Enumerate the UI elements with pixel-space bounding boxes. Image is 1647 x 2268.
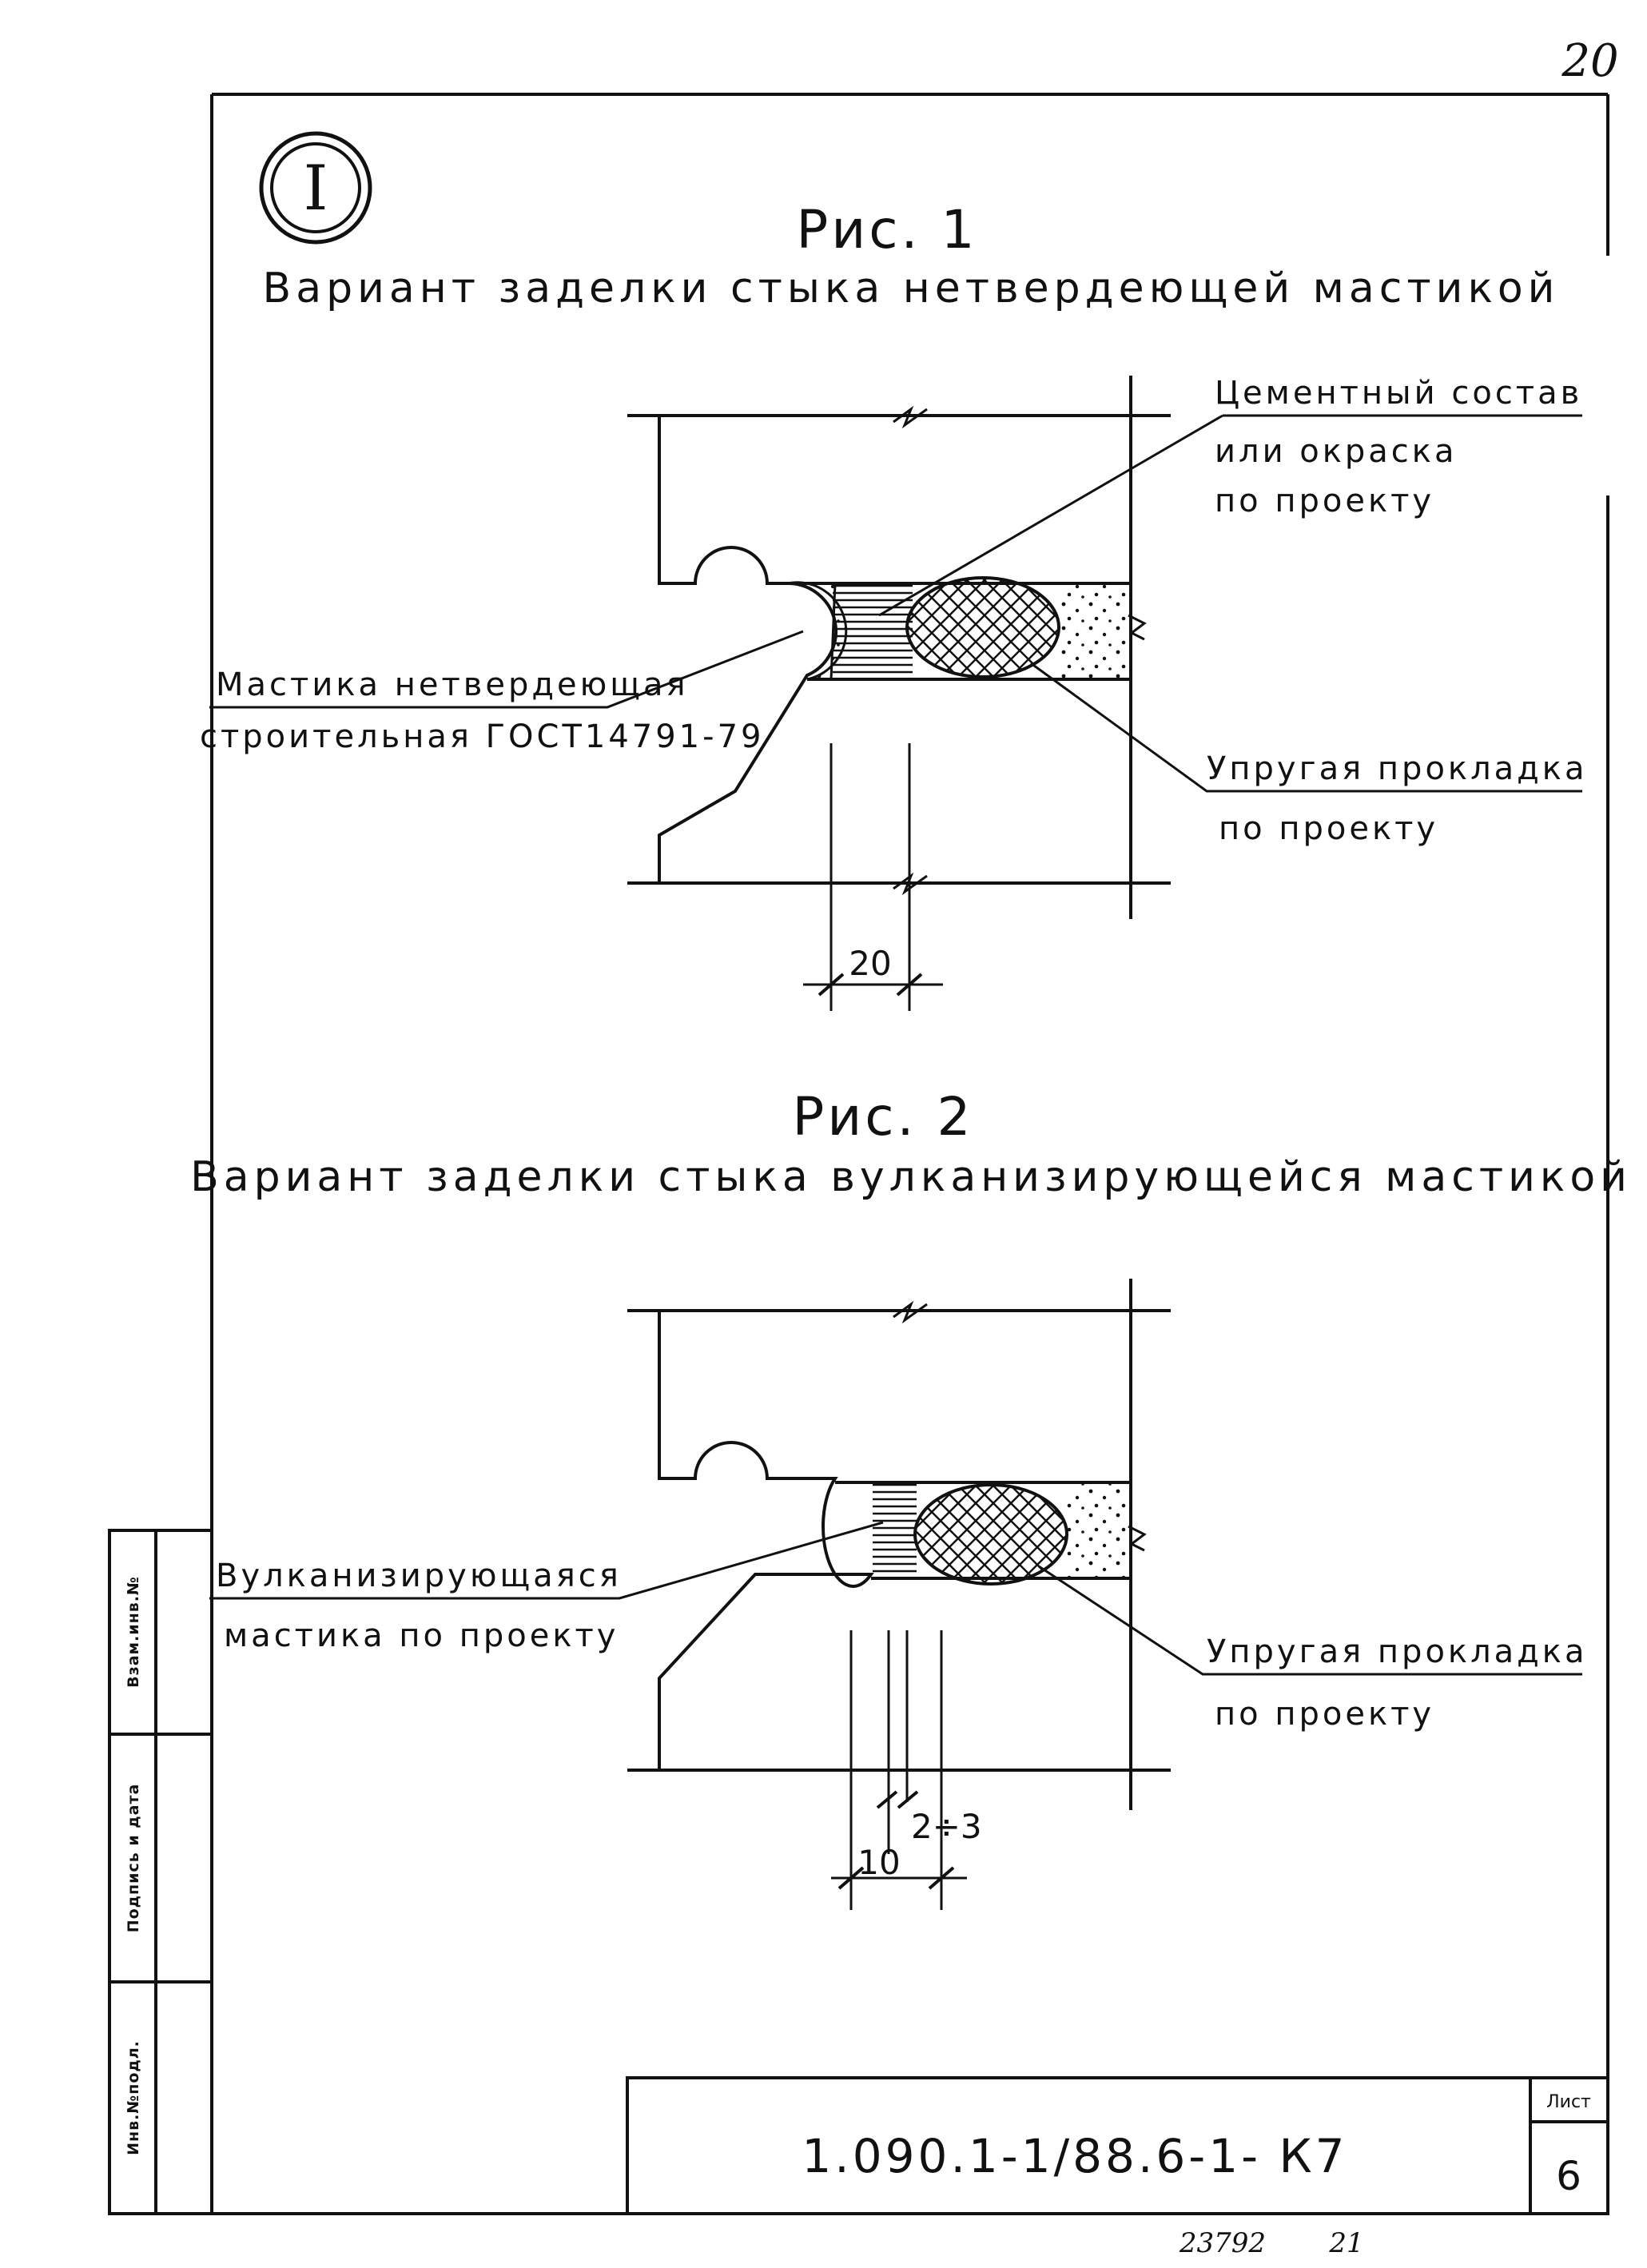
f2-callout-mastic-line1: Вулканизирующаяся xyxy=(216,1558,622,1594)
f2-concrete-fill xyxy=(1067,1484,1129,1577)
figure1-leaders xyxy=(209,414,1582,793)
f1-callout-cement-line2: или окраска xyxy=(1215,433,1457,470)
figure2-label: Рис. 2 xyxy=(793,1086,974,1148)
zone-marker-label: I xyxy=(304,153,328,225)
f2-callout-gasket-line1: Упругая прокладка xyxy=(1207,1633,1587,1670)
f2-right-break-mark xyxy=(1128,1525,1147,1552)
title-block-document-code: 1.090.1-1/88.6-1- К7 xyxy=(802,2129,1347,2183)
f1-leader-mastic xyxy=(209,630,804,709)
f2-left-panel-outline xyxy=(658,1311,874,1770)
side-stamp-field1: Взам.инв.№ xyxy=(125,1576,142,1688)
figure2-leaders xyxy=(209,1521,1582,1676)
figure1-joint-drawing xyxy=(627,376,1171,919)
footer-order-number: 23792 xyxy=(1179,2227,1266,2259)
f1-callout-mastic-line1: Мастика нетвердеющая xyxy=(216,666,689,703)
side-stamp xyxy=(108,1529,213,2215)
f1-cement-layer xyxy=(833,585,913,678)
side-stamp-field2: Подпись и дата xyxy=(125,1784,142,1933)
side-stamp-field3: Инв.№подл. xyxy=(125,2040,142,2155)
f1-leader-gasket xyxy=(1030,662,1582,793)
figure1-title: Вариант заделки стыка нетвердеющей масти… xyxy=(263,265,1560,312)
figure2-title: Вариант заделки стыка вулканизирующейся … xyxy=(190,1153,1632,1201)
f1-callout-cement-line1: Цементный состав xyxy=(1215,375,1582,412)
title-block-sheet-label: Лист xyxy=(1546,2092,1591,2112)
figure1-dimension-value: 20 xyxy=(849,944,891,983)
f2-break-mark-top xyxy=(893,1300,928,1324)
f1-callout-gasket-line2: по проекту xyxy=(1219,810,1438,847)
title-block xyxy=(626,2076,1609,2215)
figure2-dimension xyxy=(831,1630,967,1910)
title-block-sheet-number: 6 xyxy=(1556,2153,1581,2199)
zone-marker: I xyxy=(259,131,372,245)
figure1-materials xyxy=(786,576,1129,681)
f2-leader-mastic xyxy=(209,1521,884,1600)
f1-gasket-fill xyxy=(907,578,1059,677)
figure2-materials xyxy=(873,1483,1129,1586)
figure2-dimension-gap: 2÷3 xyxy=(911,1807,982,1846)
f2-callout-gasket-line2: по проекту xyxy=(1215,1696,1434,1733)
f1-right-break-mark xyxy=(1128,614,1147,641)
f1-callout-mastic-line2: строительная ГОСТ14791-79 xyxy=(200,718,764,755)
f1-concrete-fill xyxy=(1059,585,1129,678)
f2-mastic-layer xyxy=(873,1484,917,1577)
figure2-joint-drawing xyxy=(627,1279,1171,1810)
figure2-dimension-width: 10 xyxy=(857,1843,900,1882)
f1-break-mark-top xyxy=(893,405,928,429)
f1-callout-cement-line3: по проекту xyxy=(1215,483,1434,519)
f1-left-panel-outline xyxy=(658,416,838,883)
f2-gasket-fill xyxy=(915,1485,1067,1584)
f1-break-mark-bottom xyxy=(893,872,928,896)
footer-copy-number: 21 xyxy=(1328,2227,1363,2259)
page-number: 20 xyxy=(1561,35,1618,87)
f1-callout-gasket-line1: Упругая прокладка xyxy=(1207,750,1587,787)
f2-leader-gasket xyxy=(1038,1565,1582,1676)
figure1-label: Рис. 1 xyxy=(797,199,978,261)
f2-callout-mastic-line2: мастика по проекту xyxy=(224,1617,619,1654)
figure1-dimension xyxy=(803,743,943,1011)
